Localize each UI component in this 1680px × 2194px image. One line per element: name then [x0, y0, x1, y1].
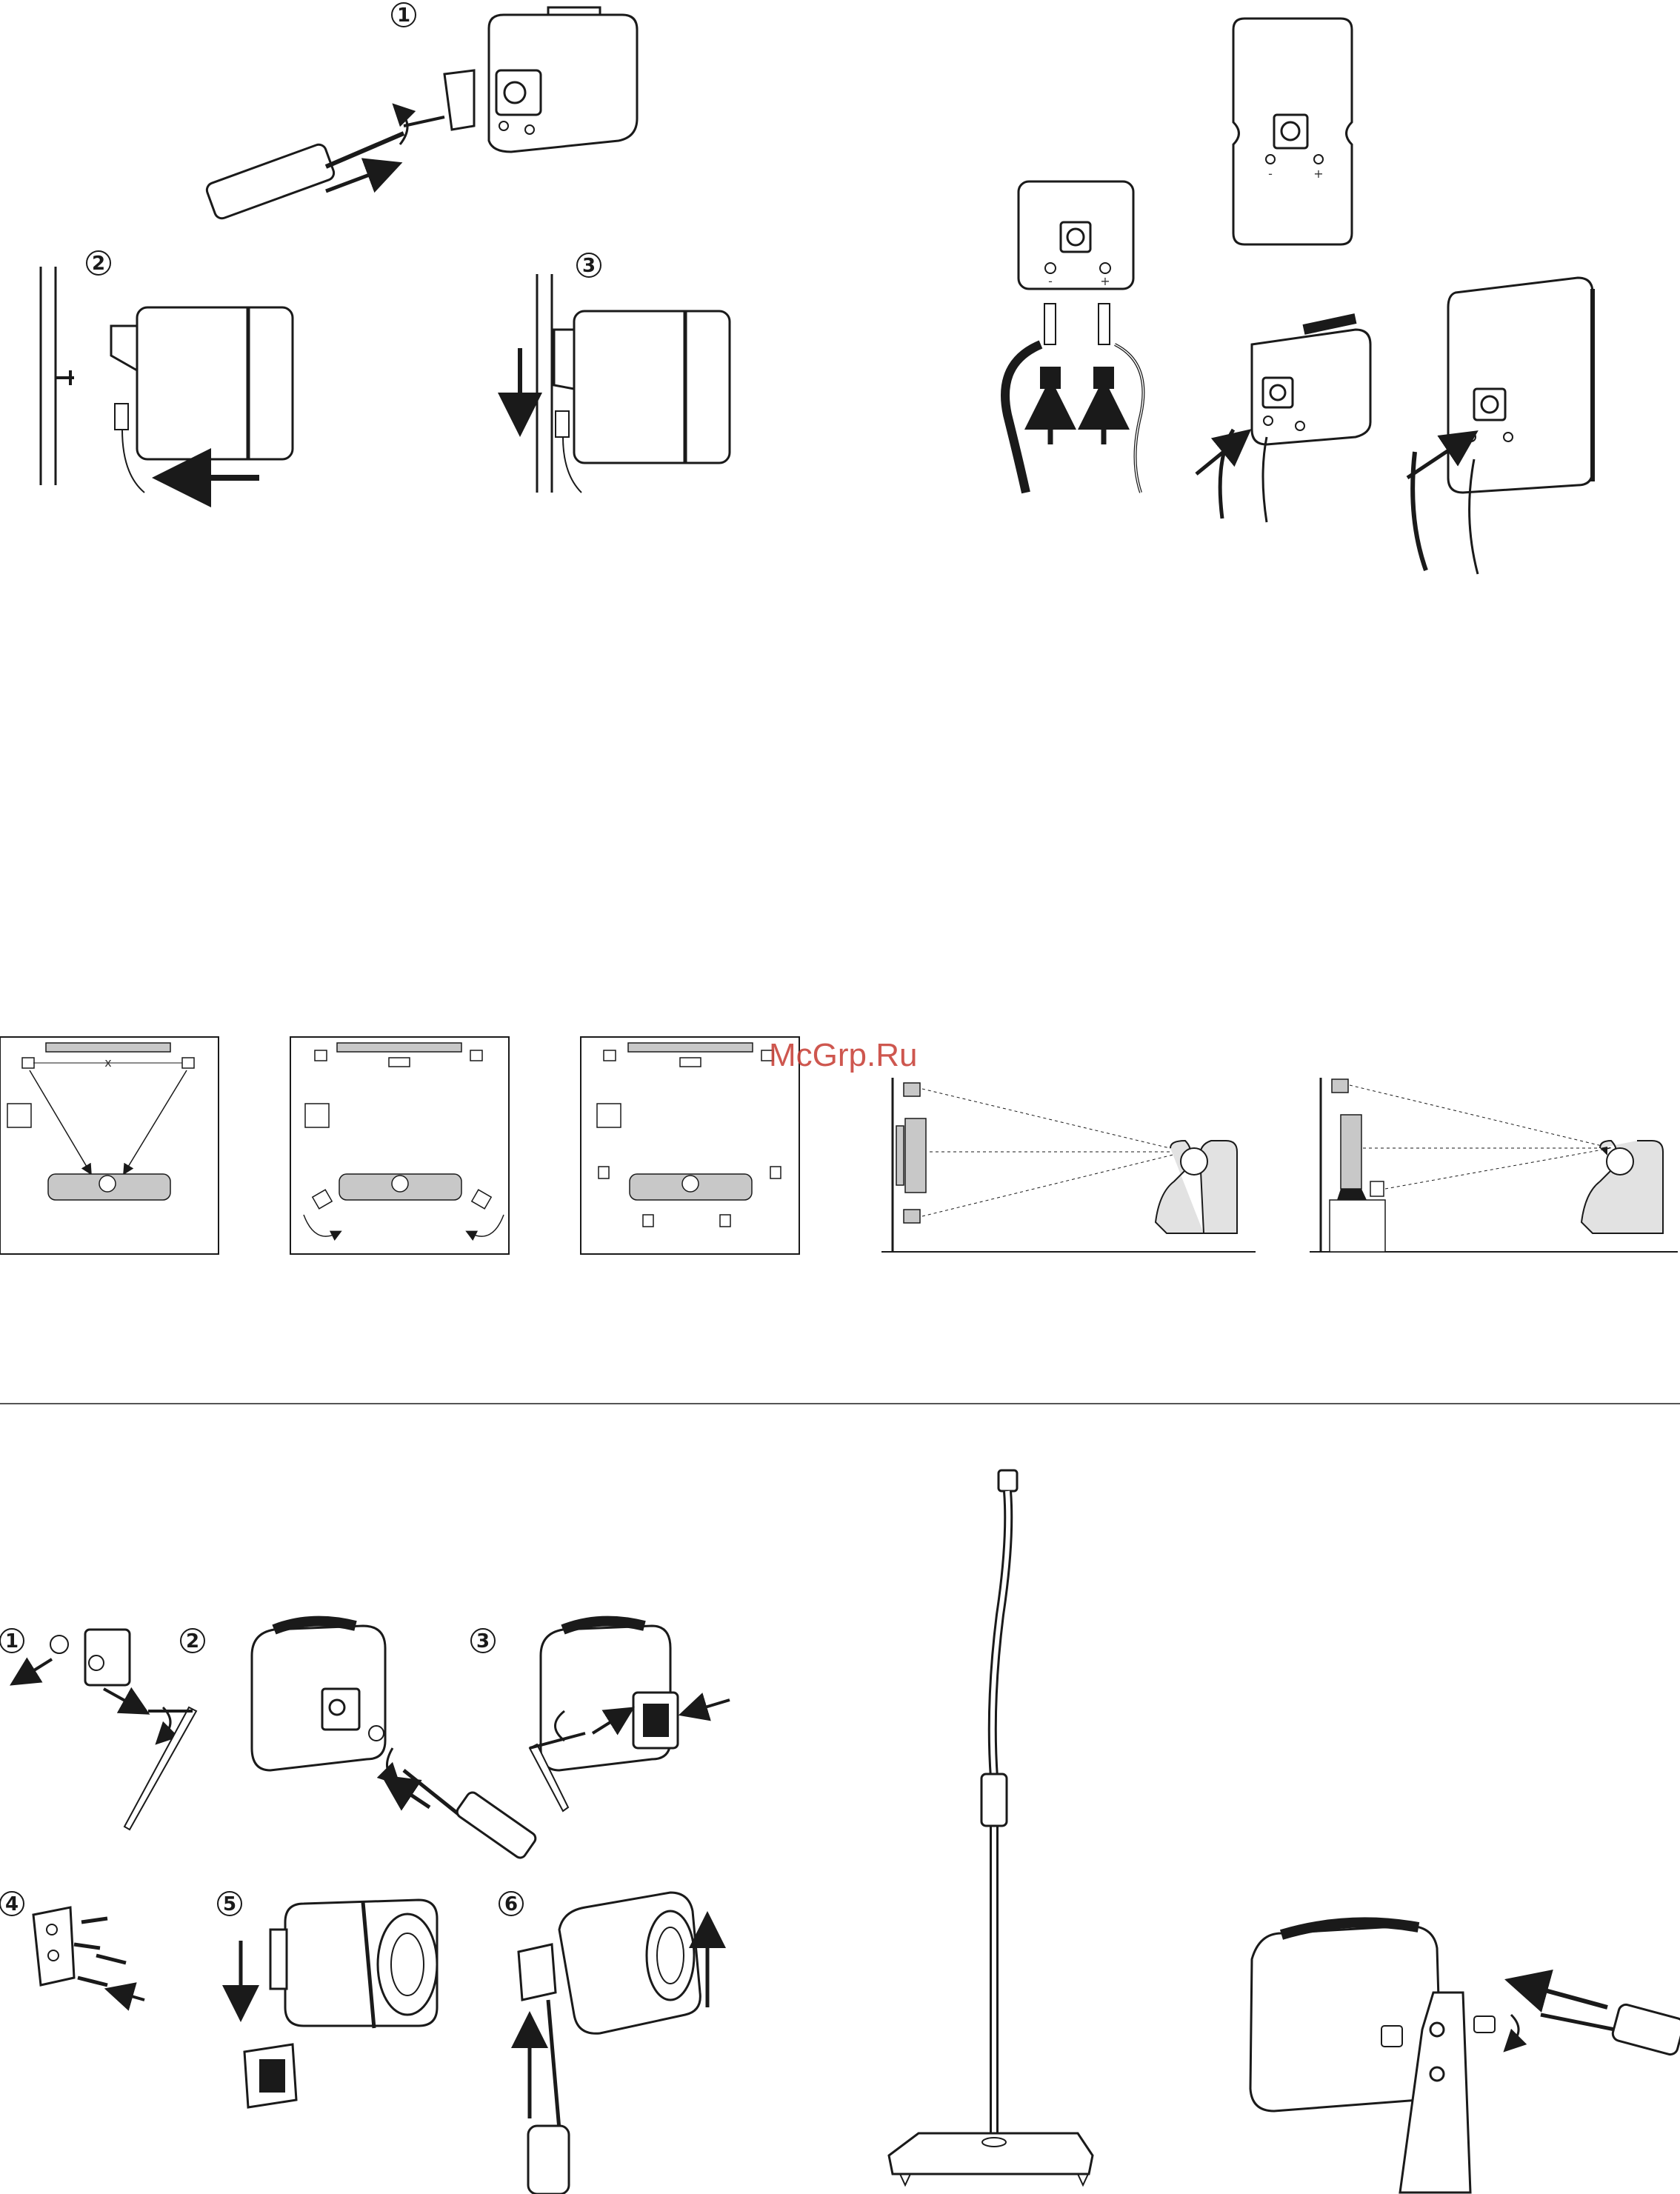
bracket-step-2: 2: [181, 1621, 538, 1861]
step-number: 4: [5, 1893, 19, 1915]
tall-speaker-back: - +: [1233, 19, 1352, 244]
terminal-wiring-closeup: - +: [1005, 181, 1143, 493]
layout-diagram-surround-7: [581, 1037, 799, 1254]
terminal-plus-label: +: [1313, 167, 1323, 181]
wall-mount-step-1: 1: [205, 3, 637, 221]
bracket-step-5: 5: [218, 1892, 437, 2107]
step-number: 1: [397, 4, 410, 27]
desk-stand: [1250, 1922, 1680, 2193]
step-number: 5: [223, 1893, 236, 1915]
wall-mount-step-3: 3: [520, 253, 730, 493]
bracket-step-4: 4: [0, 1892, 144, 2000]
step-number: 2: [92, 253, 105, 275]
layout-diagram-stereo: x: [0, 1037, 219, 1254]
distance-label: x: [104, 1056, 111, 1070]
watermark: McGrp.Ru: [769, 1037, 917, 1074]
step-number: 2: [186, 1630, 199, 1653]
tall-speaker-wiring: [1407, 278, 1593, 574]
terminal-plus-label: +: [1100, 274, 1110, 288]
layout-diagram-surround-5: [290, 1037, 509, 1254]
bracket-step-6: 6: [499, 1892, 707, 2194]
step-number: 1: [5, 1630, 19, 1653]
step-number: 6: [504, 1893, 518, 1915]
terminal-minus-label: -: [1048, 274, 1053, 288]
height-diagram-wall-tv: [881, 1078, 1256, 1252]
wall-mount-step-2: 2: [41, 251, 293, 493]
terminal-minus-label: -: [1268, 167, 1273, 181]
step-number: 3: [582, 255, 596, 277]
bracket-step-3: 3: [471, 1621, 730, 1811]
small-speaker-wiring: [1196, 319, 1370, 522]
floor-stand: [889, 1470, 1093, 2185]
step-number: 3: [476, 1630, 490, 1653]
bracket-step-1: 1: [0, 1629, 196, 1830]
height-diagram-stand-tv: [1310, 1078, 1678, 1252]
